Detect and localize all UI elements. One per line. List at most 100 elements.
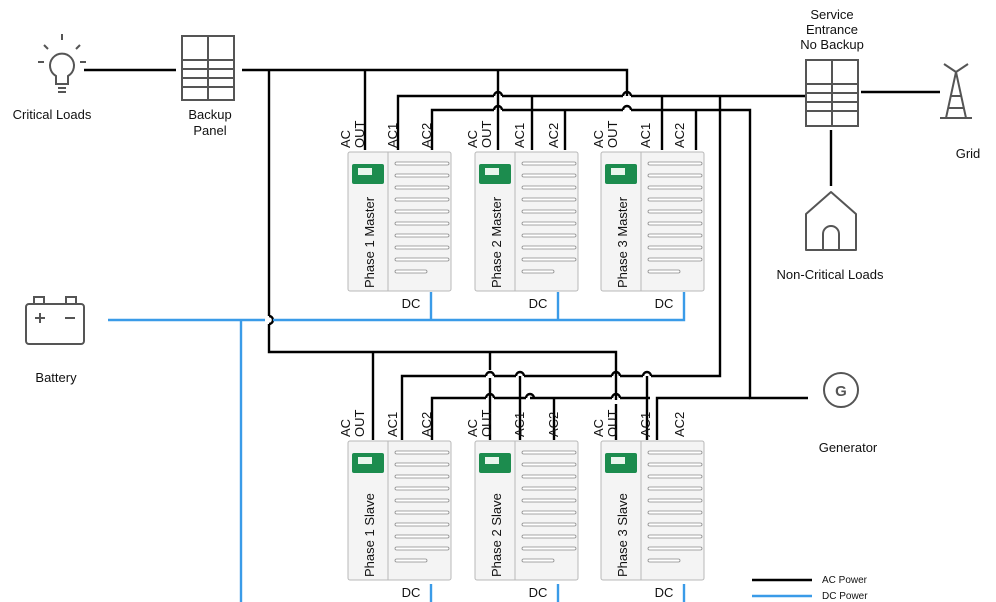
vent-slot — [647, 197, 703, 202]
critical-loads-label: Critical Loads — [13, 107, 92, 122]
legend-ac-label: AC Power — [822, 575, 868, 586]
slave-unit-label: Phase 2 Slave — [489, 493, 504, 577]
ac1-terminal-label: AC1 — [638, 412, 653, 437]
vent-slot — [647, 546, 703, 551]
vent-slot — [521, 197, 577, 202]
ac1-terminal-label: AC1 — [385, 412, 400, 437]
ac2-terminal-label: AC2 — [419, 412, 434, 437]
vent-slot — [394, 546, 450, 551]
vent-slot — [521, 185, 577, 190]
vent-slot — [394, 498, 450, 503]
ac2-terminal-label: AC2 — [546, 123, 561, 148]
vent-slot — [394, 257, 450, 262]
ac1-terminal-label: AC1 — [385, 123, 400, 148]
vent-slot — [521, 546, 577, 551]
vent-slot — [394, 486, 450, 491]
generator-symbol: G — [835, 383, 847, 400]
display-window — [358, 457, 372, 464]
generator-icon: G — [823, 372, 859, 408]
vent-slot — [394, 510, 450, 515]
ac-out-terminal-label-2: OUT — [479, 121, 494, 149]
vent-slot — [521, 233, 577, 238]
ac2-terminal-label: AC2 — [546, 412, 561, 437]
vent-slot — [647, 173, 703, 178]
grid-label: Grid — [956, 146, 981, 161]
vent-slot — [647, 498, 703, 503]
display-window — [611, 457, 625, 464]
dc-terminal-label: DC — [655, 585, 674, 600]
dc-wiring — [108, 292, 686, 602]
vent-slot — [647, 474, 703, 479]
ac-out-terminal-label-2: OUT — [479, 410, 494, 438]
vent-slot — [647, 486, 703, 491]
vent-slot — [394, 185, 450, 190]
vent-slot — [521, 450, 577, 455]
ac-out-terminal-label-2: OUT — [605, 121, 620, 149]
service-entrance-label-line1: Service — [810, 7, 853, 22]
backup-panel-label-line1: Backup — [188, 107, 231, 122]
dc-terminal-label: DC — [655, 296, 674, 311]
vent-slot — [647, 269, 681, 274]
vent-slot — [394, 522, 450, 527]
vent-slot — [521, 462, 577, 467]
vent-slot — [521, 534, 577, 539]
service-entrance-label-line3: No Backup — [800, 37, 864, 52]
grid-tower-icon — [940, 63, 972, 119]
ac-out-terminal-label: AC — [465, 419, 480, 437]
vent-slot — [521, 161, 577, 166]
ac-out-terminal-label-2: OUT — [352, 410, 367, 438]
generator-label: Generator — [819, 440, 878, 455]
ac1-terminal-label: AC1 — [512, 123, 527, 148]
master-unit-label: Phase 2 Master — [489, 196, 504, 288]
vent-slot — [394, 474, 450, 479]
vent-slot — [521, 486, 577, 491]
ac-wiring — [84, 68, 940, 440]
vent-slot — [394, 462, 450, 467]
dc-terminal-label: DC — [402, 296, 421, 311]
backup-panel-label-line2: Panel — [193, 123, 226, 138]
vent-slot — [647, 185, 703, 190]
service-panel-icon — [805, 59, 859, 127]
vent-slot — [647, 510, 703, 515]
vent-slot — [521, 510, 577, 515]
vent-slot — [647, 462, 703, 467]
ac-out-terminal-label-2: OUT — [605, 410, 620, 438]
vent-slot — [394, 245, 450, 250]
vent-slot — [394, 173, 450, 178]
vent-slot — [521, 257, 577, 262]
ac-out-terminal-label: AC — [338, 130, 353, 148]
vent-slot — [647, 257, 703, 262]
legend: AC Power DC Power — [752, 575, 868, 602]
service-entrance-label-line2: Entrance — [806, 22, 858, 37]
non-critical-loads-label: Non-Critical Loads — [777, 267, 884, 282]
vent-slot — [521, 498, 577, 503]
display-window — [358, 168, 372, 175]
vent-slot — [647, 245, 703, 250]
dc-terminal-label: DC — [402, 585, 421, 600]
ac-out-terminal-label: AC — [591, 130, 606, 148]
ac-out-terminal-label: AC — [591, 419, 606, 437]
vent-slot — [647, 558, 681, 563]
ac-out-terminal-label-2: OUT — [352, 121, 367, 149]
ac1-terminal-label: AC1 — [512, 412, 527, 437]
display-window — [611, 168, 625, 175]
vent-slot — [394, 558, 428, 563]
vent-slot — [394, 221, 450, 226]
backup-panel-icon — [181, 35, 235, 101]
vent-slot — [394, 534, 450, 539]
vent-slot — [521, 245, 577, 250]
vent-slot — [521, 558, 555, 563]
battery-icon — [25, 296, 85, 345]
ac1-terminal-label: AC1 — [638, 123, 653, 148]
dc-terminal-label: DC — [529, 585, 548, 600]
master-unit-label: Phase 3 Master — [615, 196, 630, 288]
vent-slot — [647, 233, 703, 238]
vent-slot — [521, 269, 555, 274]
slave-unit-label: Phase 1 Slave — [362, 493, 377, 577]
vent-slot — [394, 197, 450, 202]
